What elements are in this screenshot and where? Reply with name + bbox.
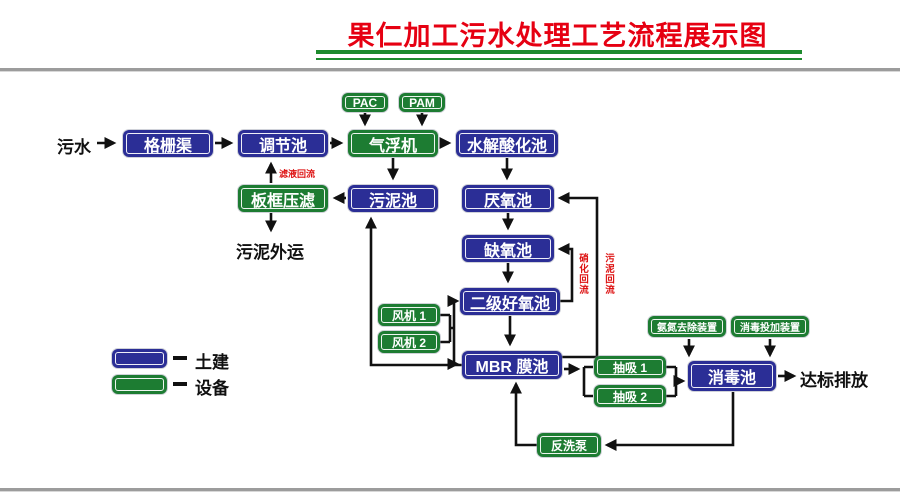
node-secondary-aerobic-tank: 二级好氧池 — [460, 288, 560, 315]
sludge-return-label: 污泥回流 — [603, 253, 614, 295]
node-suction-1: 抽吸 1 — [594, 356, 666, 378]
node-fan-1: 风机 1 — [378, 304, 440, 326]
node-backwash-pump: 反洗泵 — [537, 433, 601, 457]
legend-civil-dash — [173, 356, 187, 360]
node-air-flotation: 气浮机 — [348, 130, 438, 157]
node-fan-2: 风机 2 — [378, 331, 440, 353]
node-hydrolysis-tank: 水解酸化池 — [456, 130, 558, 157]
inflow-label: 污水 — [57, 138, 91, 157]
page-title: 果仁加工污水处理工艺流程展示图 — [347, 21, 768, 51]
title-underline-thick — [316, 50, 802, 54]
legend-equipment-label: 设备 — [195, 379, 229, 398]
nitrification-return-label: 硝化回流 — [577, 253, 588, 295]
title-underline-thin — [316, 58, 802, 60]
sludge-out-label: 污泥外运 — [236, 243, 304, 262]
legend-civil-swatch — [112, 349, 167, 368]
node-grid-channel: 格栅渠 — [123, 130, 213, 157]
legend-equipment-swatch — [112, 375, 167, 394]
node-anaerobic-tank: 厌氧池 — [462, 185, 554, 212]
legend-equipment-dash — [173, 382, 187, 386]
node-plate-press: 板框压滤 — [238, 185, 328, 212]
top-divider — [0, 68, 900, 72]
node-ammonia-removal: 氨氮去除装置 — [648, 316, 726, 337]
node-mbr-tank: MBR 膜池 — [462, 351, 562, 379]
filtrate-return-label: 滤液回流 — [279, 169, 316, 179]
legend-civil-label: 土建 — [195, 353, 229, 372]
discharge-label: 达标排放 — [800, 371, 868, 390]
bottom-divider — [0, 488, 900, 492]
node-disinfectant-dosing: 消毒投加装置 — [731, 316, 809, 337]
node-pac: PAC — [342, 93, 388, 112]
node-suction-2: 抽吸 2 — [594, 385, 666, 407]
node-disinfection-tank: 消毒池 — [688, 361, 776, 391]
node-pam: PAM — [399, 93, 445, 112]
node-anoxic-tank: 缺氧池 — [462, 235, 554, 262]
node-sludge-tank: 污泥池 — [348, 185, 438, 212]
node-regulating-tank: 调节池 — [238, 130, 328, 157]
